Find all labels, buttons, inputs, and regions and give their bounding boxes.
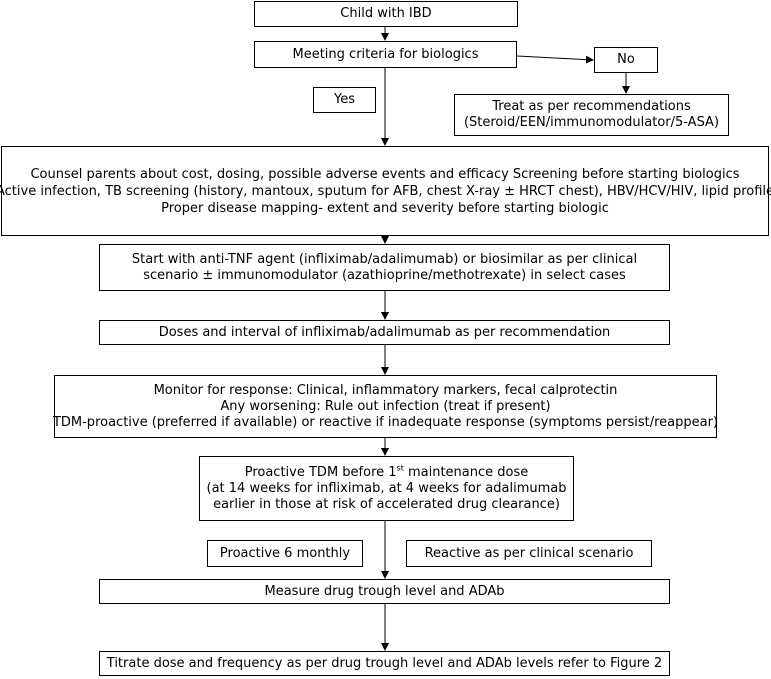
- reactive-box: Reactive as per clinical scenario: [406, 540, 652, 567]
- start-anti-tnf-line-1: Start with anti-TNF agent (infliximab/ad…: [131, 251, 638, 267]
- criteria-text: Meeting criteria for biologics: [292, 46, 479, 62]
- child-ibd-box: Child with IBD: [254, 1, 518, 27]
- measure-text: Measure drug trough level and ADAb: [264, 583, 505, 599]
- proactive-tdm-line-1: Proactive TDM before 1st maintenance dos…: [244, 463, 529, 481]
- titrate-box: Titrate dose and frequency as per drug t…: [99, 651, 670, 676]
- proactive-tdm-line-3: earlier in those at risk of accelerated …: [213, 496, 560, 512]
- start-anti-tnf-line-2: scenario ± immunomodulator (azathioprine…: [143, 267, 626, 283]
- counsel-box: Counsel parents about cost, dosing, poss…: [0, 146, 771, 236]
- no-label-box: No: [594, 47, 658, 73]
- proactive-tdm-box: Proactive TDM before 1st maintenance dos…: [199, 456, 574, 521]
- counsel-line-3: Proper disease mapping- extent and sever…: [161, 200, 609, 216]
- start-anti-tnf-box: Start with anti-TNF agent (infliximab/ad…: [99, 244, 670, 291]
- child-ibd-text: Child with IBD: [340, 6, 432, 21]
- monitor-line-3: TDM-proactive (preferred if available) o…: [52, 414, 719, 430]
- doses-text: Doses and interval of infliximab/adalimu…: [158, 324, 611, 340]
- arrow-criteria-to-no: [516, 55, 594, 64]
- proactive-tdm-line-1-post: maintenance dose: [403, 464, 529, 480]
- monitor-box: Monitor for response: Clinical, inflamma…: [52, 375, 719, 438]
- reactive-text: Reactive as per clinical scenario: [424, 545, 634, 561]
- proactive-6-monthly-box: Proactive 6 monthly: [207, 540, 363, 567]
- proactive-tdm-line-1-pre: Proactive TDM before 1: [244, 464, 397, 480]
- yes-label-box: Yes: [313, 87, 376, 113]
- measure-box: Measure drug trough level and ADAb: [99, 579, 670, 604]
- monitor-line-2: Any worsening: Rule out infection (treat…: [220, 398, 551, 414]
- treat-line-2: (Steroid/EEN/immunomodulator/5-ASA): [463, 115, 720, 130]
- doses-box: Doses and interval of infliximab/adalimu…: [99, 320, 670, 345]
- titrate-text: Titrate dose and frequency as per drug t…: [106, 655, 663, 671]
- counsel-line-1: Counsel parents about cost, dosing, poss…: [30, 166, 740, 182]
- yes-label-text: Yes: [334, 92, 355, 107]
- no-label-text: No: [617, 52, 635, 67]
- criteria-box: Meeting criteria for biologics: [254, 41, 517, 68]
- proactive-6-monthly-text: Proactive 6 monthly: [219, 545, 351, 561]
- proactive-tdm-line-1-sup: st: [396, 463, 404, 473]
- treat-line-1: Treat as per recommendations: [492, 99, 691, 114]
- treat-box: Treat as per recommendations (Steroid/EE…: [454, 94, 729, 136]
- monitor-line-1: Monitor for response: Clinical, inflamma…: [153, 382, 618, 398]
- counsel-line-2: Active infection, TB screening (history,…: [0, 183, 771, 199]
- proactive-tdm-line-2: (at 14 weeks for infliximab, at 4 weeks …: [206, 480, 567, 496]
